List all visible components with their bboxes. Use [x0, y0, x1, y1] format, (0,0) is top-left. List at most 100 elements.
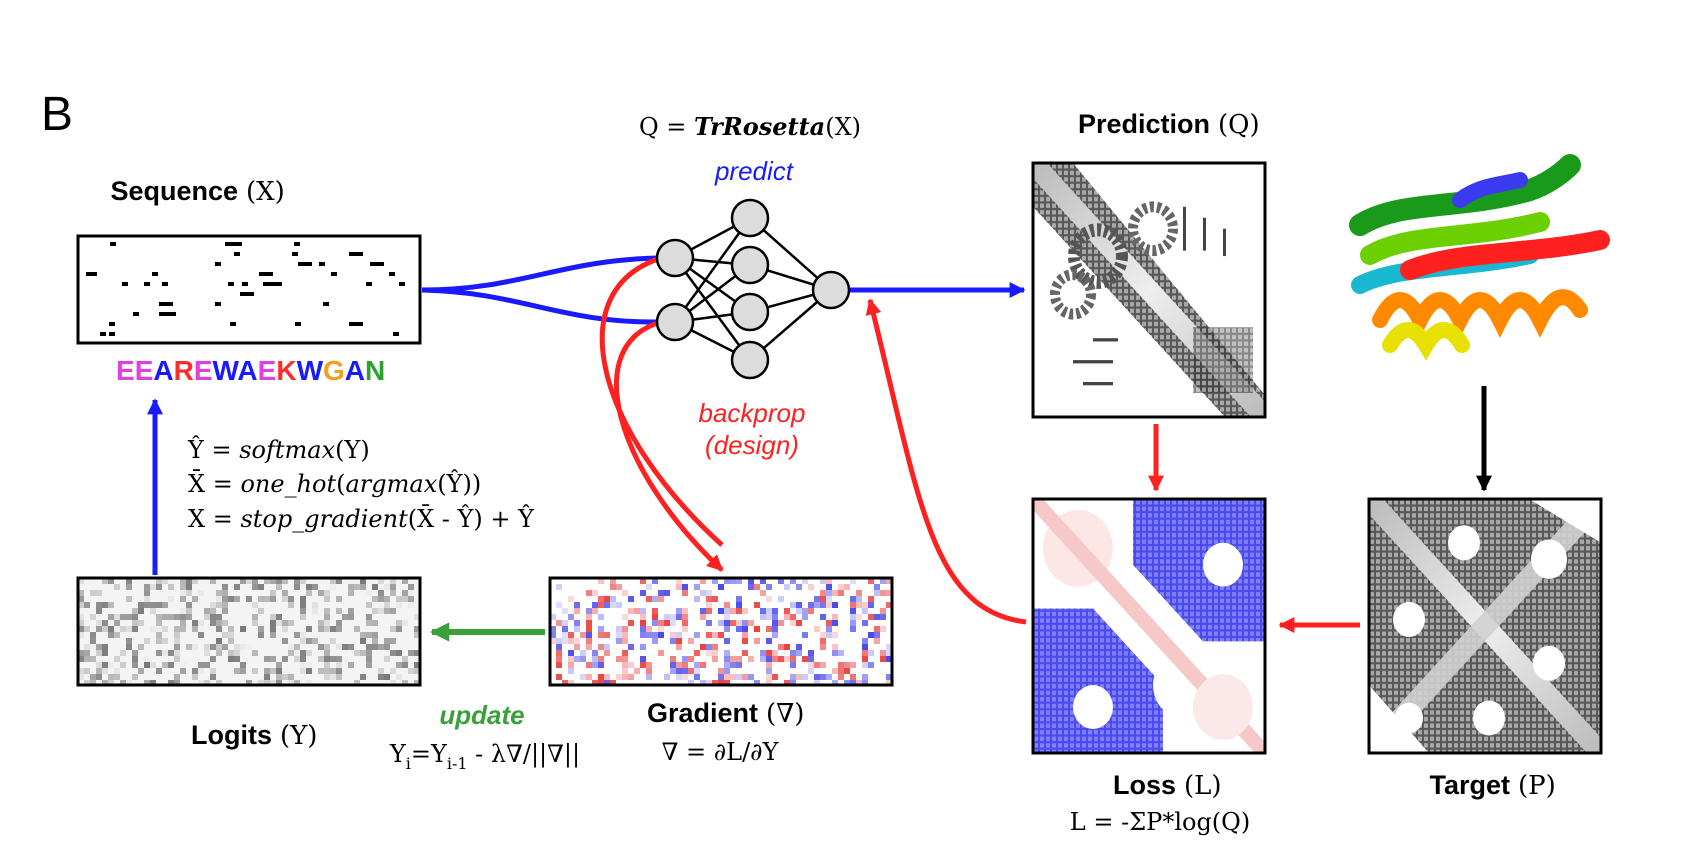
logit-cell: [330, 638, 336, 644]
gradient-cell: [628, 674, 634, 680]
gradient-cell: [772, 674, 778, 680]
logit-cell: [390, 680, 396, 685]
gradient-cell: [736, 602, 742, 608]
one-hot-mark: [393, 332, 399, 336]
gradient-cell: [646, 668, 652, 674]
gradient-cell: [598, 632, 604, 638]
gradient-cell: [754, 584, 760, 590]
logit-cell: [96, 620, 102, 626]
logit-cell: [114, 626, 120, 632]
logit-cell: [330, 668, 336, 674]
gradient-cell: [838, 668, 844, 674]
gradient-cell: [550, 626, 556, 632]
logit-cell: [270, 656, 276, 662]
logit-cell: [396, 674, 402, 680]
logit-cell: [348, 614, 354, 620]
gradient-cell: [850, 614, 856, 620]
logit-cell: [192, 674, 198, 680]
logit-cell: [210, 674, 216, 680]
logit-cell: [198, 668, 204, 674]
logit-cell: [372, 644, 378, 650]
sequence-letter: A: [153, 355, 173, 386]
gradient-cell: [880, 608, 886, 614]
logit-cell: [216, 620, 222, 626]
prediction-symbol: (Q): [1218, 110, 1260, 140]
logit-cell: [138, 620, 144, 626]
gradient-cell: [826, 626, 832, 632]
gradient-cell: [682, 662, 688, 668]
gradient-cell: [784, 608, 790, 614]
gradient-cell: [712, 656, 718, 662]
logit-cell: [366, 602, 372, 608]
logit-cell: [288, 620, 294, 626]
logit-cell: [126, 596, 132, 602]
logit-cell: [270, 614, 276, 620]
sequence-letter: K: [276, 355, 296, 386]
logit-cell: [294, 632, 300, 638]
gradient-cell: [616, 632, 622, 638]
logit-cell: [372, 638, 378, 644]
gradient-symbol: (∇): [766, 699, 804, 729]
logit-cell: [222, 584, 228, 590]
gradient-cell: [862, 608, 868, 614]
gradient-cell: [874, 584, 880, 590]
logit-cell: [96, 590, 102, 596]
gradient-cell: [832, 668, 838, 674]
sequence-letter: A: [345, 355, 365, 386]
gradient-cell: [736, 578, 742, 584]
gradient-cell: [550, 632, 556, 638]
sequence-matrix-box: [76, 234, 422, 345]
logit-cell: [78, 596, 84, 602]
gradient-cell: [736, 674, 742, 680]
logit-cell: [402, 590, 408, 596]
gradient-cell: [694, 596, 700, 602]
logit-cell: [150, 626, 156, 632]
logit-cell: [270, 596, 276, 602]
gradient-cell: [772, 650, 778, 656]
logit-cell: [132, 656, 138, 662]
gradient-cell: [724, 608, 730, 614]
gradient-cell: [850, 578, 856, 584]
logit-cell: [210, 602, 216, 608]
logit-cell: [186, 590, 192, 596]
gradient-cell: [718, 620, 724, 626]
one-hot-mark: [159, 312, 173, 316]
gradient-cell: [562, 626, 568, 632]
logit-cell: [252, 578, 258, 584]
loss-map: [1033, 499, 1265, 753]
gradient-cell: [796, 620, 802, 626]
logit-cell: [96, 650, 102, 656]
gradient-cell: [862, 650, 868, 656]
gradient-cell: [586, 608, 592, 614]
logit-cell: [342, 644, 348, 650]
network-equation: Q = TrRosetta(X): [639, 112, 861, 141]
gradient-cell: [676, 578, 682, 584]
logit-cell: [156, 650, 162, 656]
gradient-cell: [598, 596, 604, 602]
logit-cell: [306, 626, 312, 632]
gradient-cell: [622, 662, 628, 668]
logit-cell: [324, 674, 330, 680]
logit-cell: [264, 668, 270, 674]
logit-cell: [180, 662, 186, 668]
logit-cell: [96, 668, 102, 674]
gradient-cell: [646, 626, 652, 632]
gradient-cell: [622, 668, 628, 674]
logit-cell: [150, 608, 156, 614]
logit-cell: [390, 590, 396, 596]
gradient-cell: [766, 650, 772, 656]
gradient-cell: [766, 596, 772, 602]
gradient-cell: [550, 638, 556, 644]
network-node: [655, 238, 695, 278]
logit-cell: [126, 578, 132, 584]
gradient-cell: [586, 632, 592, 638]
logit-cell: [282, 638, 288, 644]
loss-block: Loss (L) L = -ΣP*log(Q): [1031, 497, 1267, 836]
logit-cell: [186, 608, 192, 614]
gradient-cell: [622, 626, 628, 632]
loss-formula: L = -ΣP*log(Q): [1070, 808, 1250, 836]
logit-cell: [228, 632, 234, 638]
logit-cell: [90, 680, 96, 685]
logit-cell: [210, 608, 216, 614]
one-hot-mark: [259, 272, 273, 276]
